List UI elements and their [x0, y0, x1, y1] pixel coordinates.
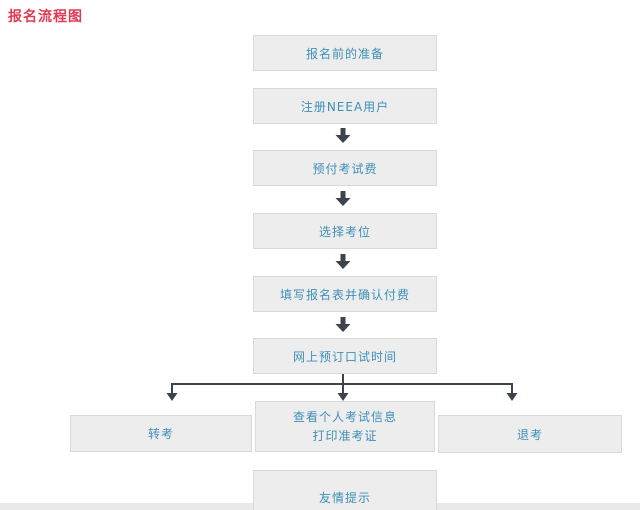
branch-connector: [166, 371, 518, 401]
flow-step-label: 预付考试费: [312, 161, 378, 176]
flow-step-label: 选择考位: [318, 224, 371, 239]
arrow-down-icon: [166, 393, 178, 401]
branch-label: 转考: [147, 427, 174, 441]
branch-withdraw-exam[interactable]: 退考: [438, 415, 622, 453]
flow-step-label: 报名前的准备: [305, 46, 384, 61]
flow-step-label: 注册NEEA用户: [300, 99, 390, 114]
flow-step-prepay-fee[interactable]: 预付考试费: [253, 150, 437, 186]
page-title: 报名流程图: [8, 9, 83, 25]
flow-step-fill-form-confirm-pay[interactable]: 填写报名表并确认付费: [253, 276, 437, 312]
flow-step-choose-seat[interactable]: 选择考位: [253, 213, 437, 249]
flow-step-friendly-tips[interactable]: 友情提示: [253, 470, 437, 510]
flow-step-label: 网上预订口试时间: [292, 349, 397, 364]
arrow-down-icon: [335, 191, 351, 206]
arrow-down-icon: [506, 393, 518, 401]
flow-step-preparation[interactable]: 报名前的准备: [253, 35, 437, 71]
flow-step-label: 填写报名表并确认付费: [279, 287, 410, 302]
flow-step-register-neea[interactable]: 注册NEEA用户: [253, 88, 437, 124]
flow-step-book-oral-time[interactable]: 网上预订口试时间: [253, 338, 437, 374]
branch-transfer-exam[interactable]: 转考: [70, 415, 252, 452]
arrow-down-icon: [337, 393, 349, 401]
flow-step-label: 友情提示: [318, 491, 371, 505]
branch-label: 退考: [516, 427, 543, 442]
branch-label-line2: 打印准考证: [312, 428, 378, 443]
arrow-down-icon: [335, 254, 351, 269]
arrow-down-icon: [335, 317, 351, 332]
branch-label-line1: 查看个人考试信息: [292, 409, 397, 424]
branch-view-info-print-ticket[interactable]: 查看个人考试信息 打印准考证: [255, 401, 435, 452]
arrow-down-icon: [335, 128, 351, 143]
